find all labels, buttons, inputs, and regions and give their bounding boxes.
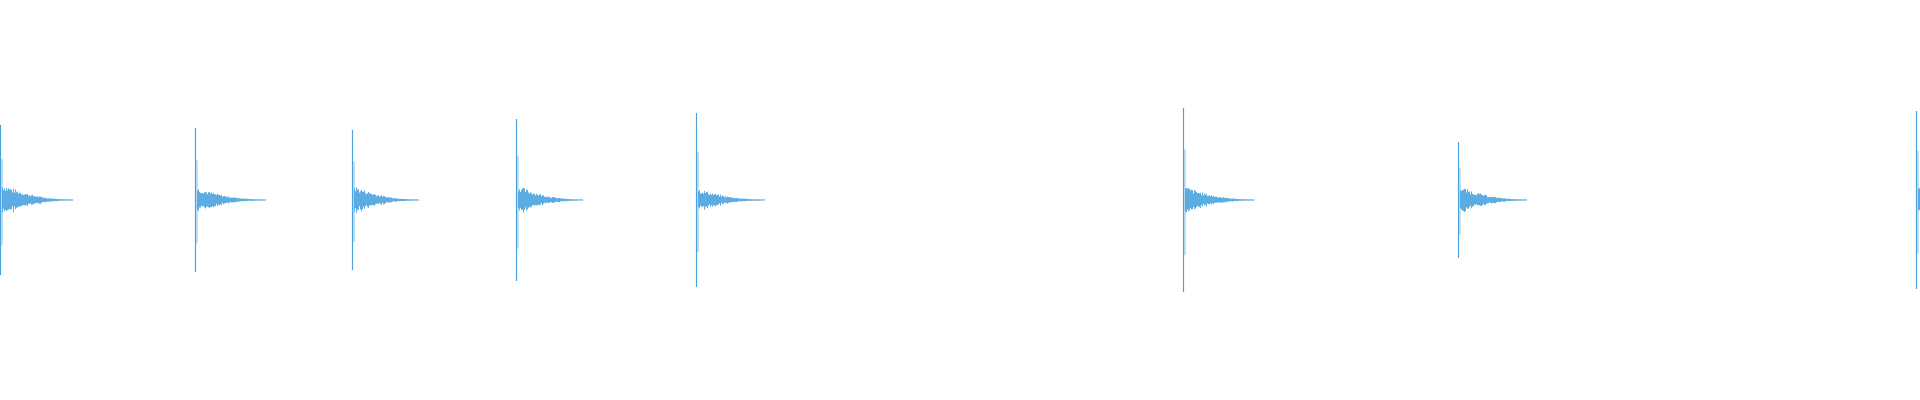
transient-decay [1185, 188, 1254, 213]
audio-transient[interactable] [1182, 108, 1254, 292]
audio-transient[interactable] [194, 128, 266, 272]
transient-decay [1460, 188, 1527, 212]
audio-transient[interactable] [1915, 111, 1920, 289]
audio-transient[interactable] [1457, 142, 1527, 258]
audio-transient[interactable] [351, 130, 419, 270]
transient-decay [518, 187, 583, 213]
transient-decay [698, 190, 765, 210]
transient-decay [1918, 188, 1920, 211]
transient-decay [354, 187, 419, 213]
audio-transient[interactable] [515, 119, 583, 281]
audio-transient[interactable] [0, 125, 73, 275]
transient-decay [2, 187, 73, 213]
audio-transient[interactable] [695, 113, 765, 287]
transient-decay [197, 189, 266, 211]
